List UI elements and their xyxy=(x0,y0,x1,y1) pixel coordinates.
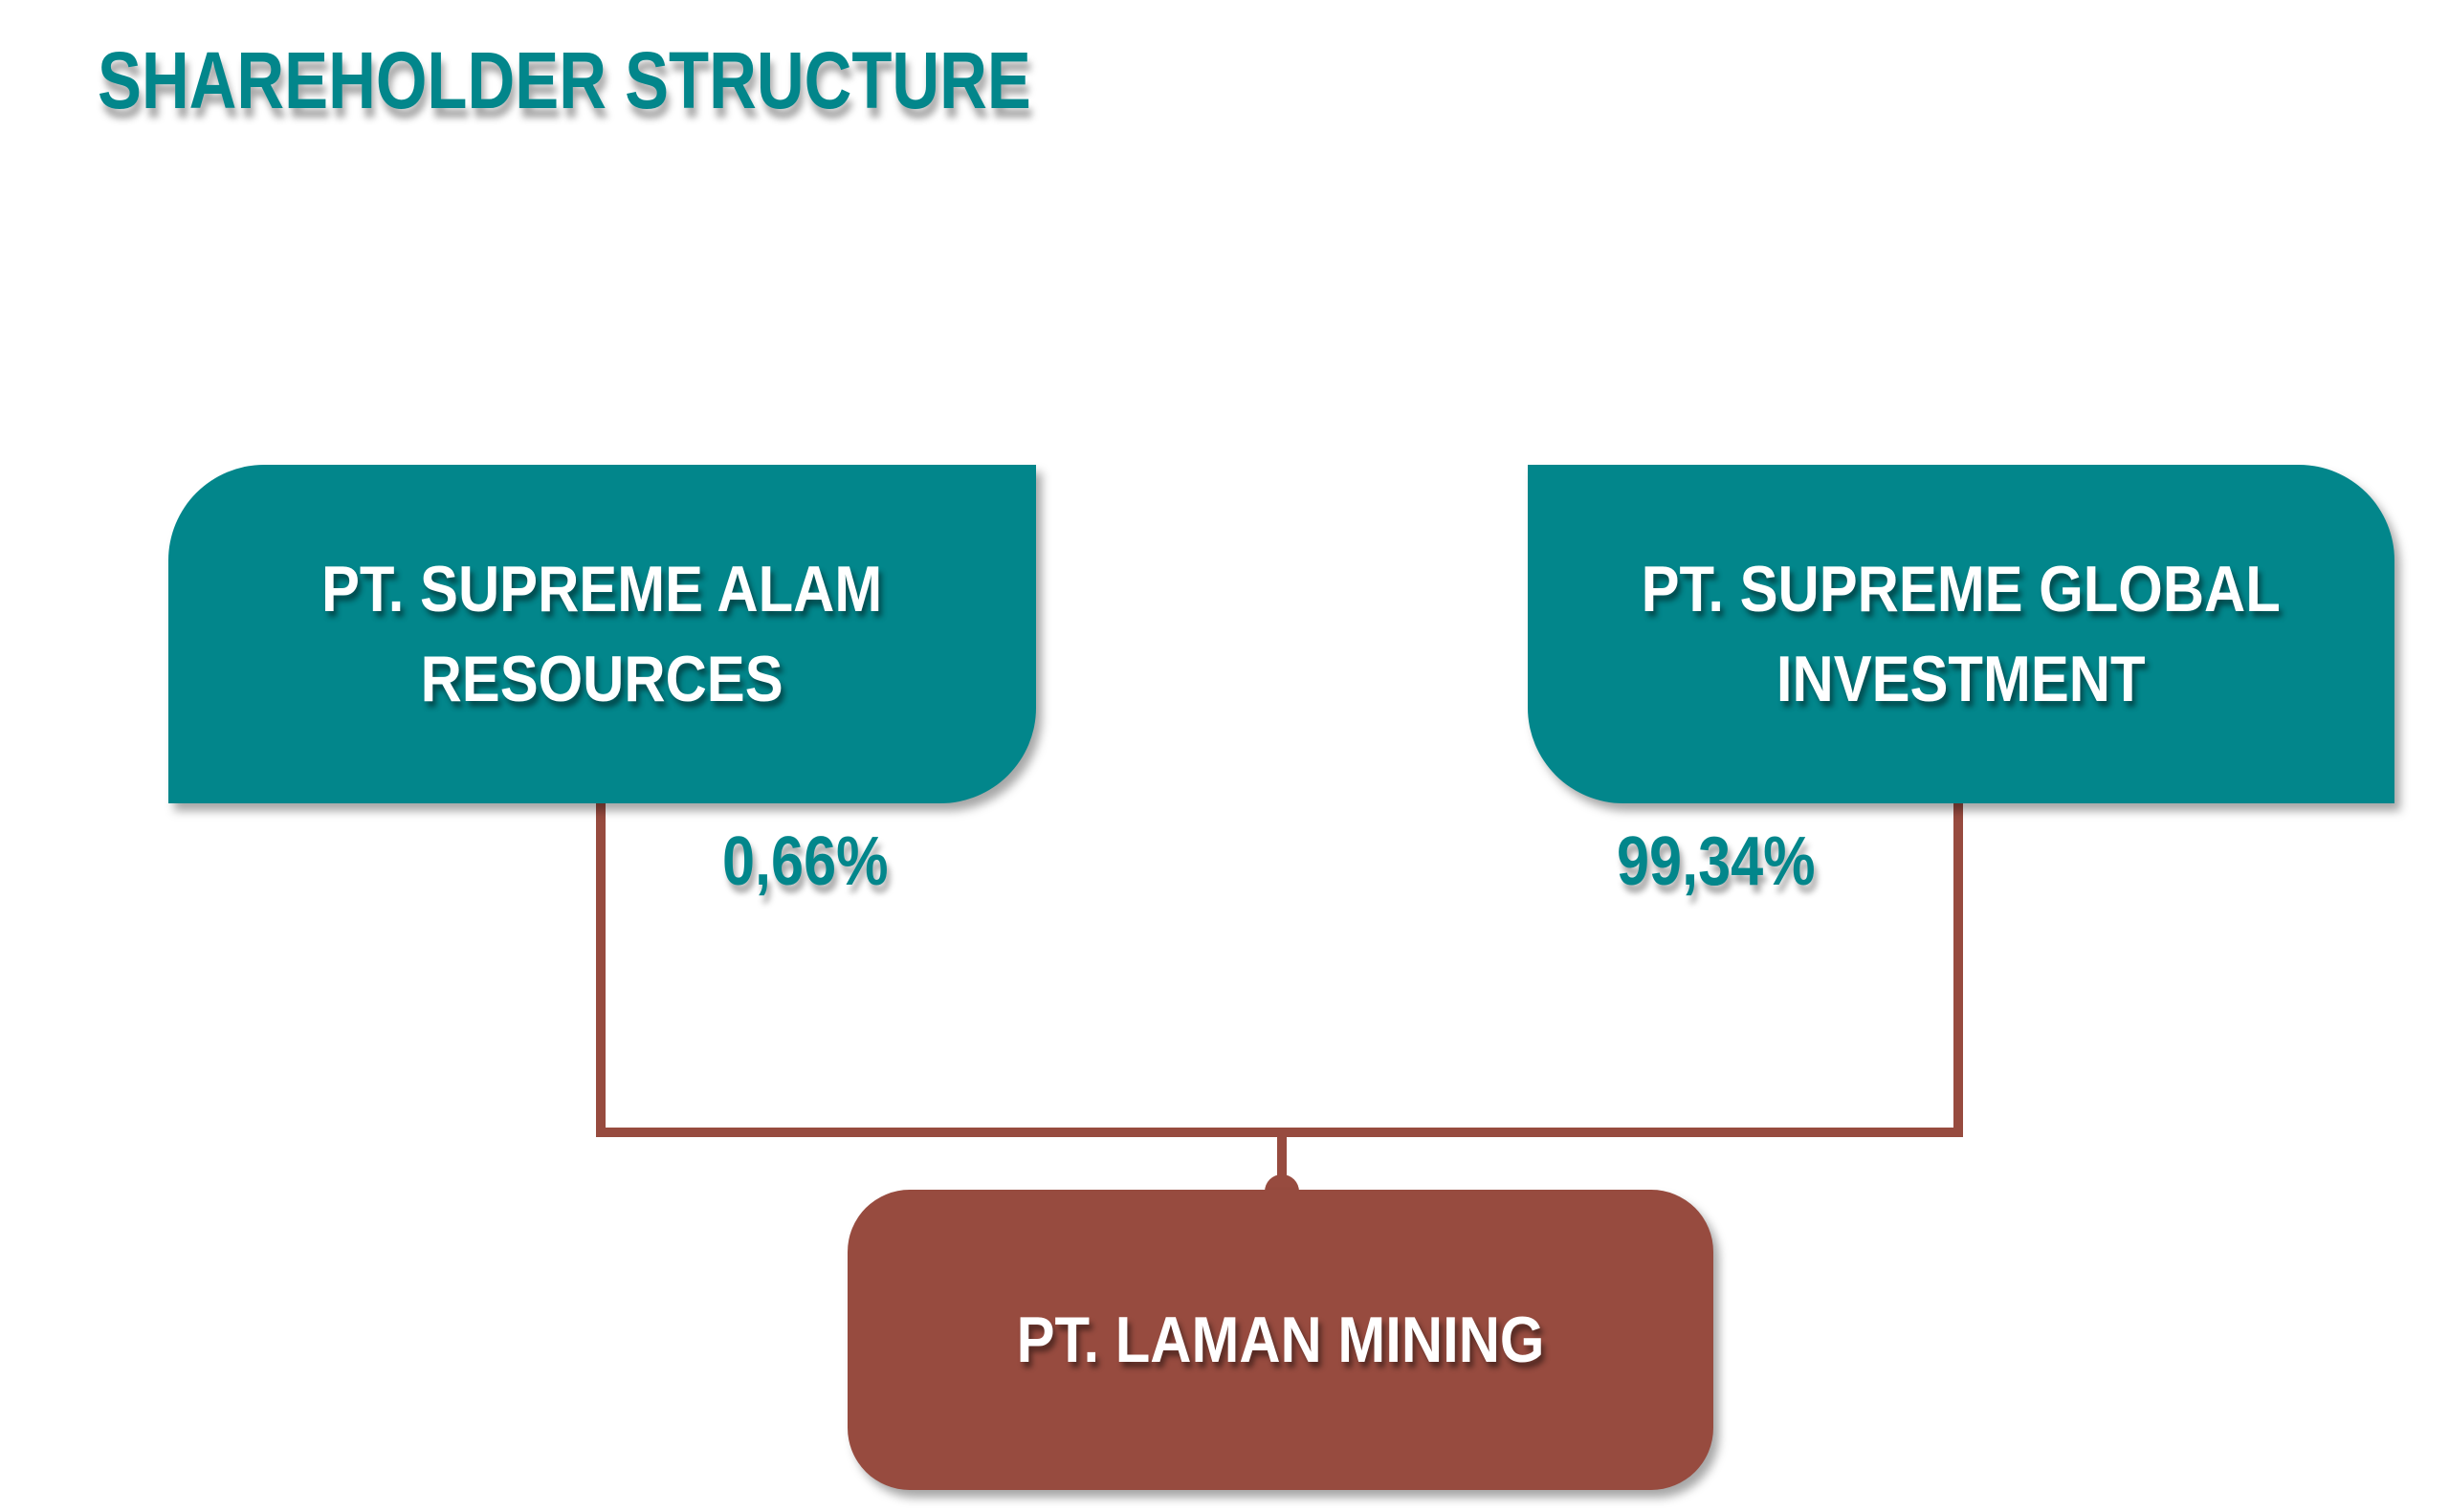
page-title: SHAREHOLDER STRUCTURE xyxy=(98,35,1031,125)
shareholder-name: PT. SUPREME GLOBAL INVESTMENT xyxy=(1641,553,2282,715)
connector-stem xyxy=(1277,1132,1287,1190)
share-percentage-supreme-global: 99,34% xyxy=(1617,823,1816,900)
company-box-laman-mining: PT. LAMAN MINING xyxy=(848,1190,1713,1490)
shareholder-name: PT. SUPREME ALAM RESOURCES xyxy=(321,553,883,715)
shareholder-box-supreme-global: PT. SUPREME GLOBAL INVESTMENT xyxy=(1528,465,2394,803)
connector-right-vertical xyxy=(1953,803,1963,1137)
company-name: PT. LAMAN MINING xyxy=(1016,1304,1545,1376)
share-percentage-supreme-alam: 0,66% xyxy=(722,823,889,900)
connector-left-vertical xyxy=(596,803,606,1137)
shareholder-box-supreme-alam: PT. SUPREME ALAM RESOURCES xyxy=(168,465,1036,803)
